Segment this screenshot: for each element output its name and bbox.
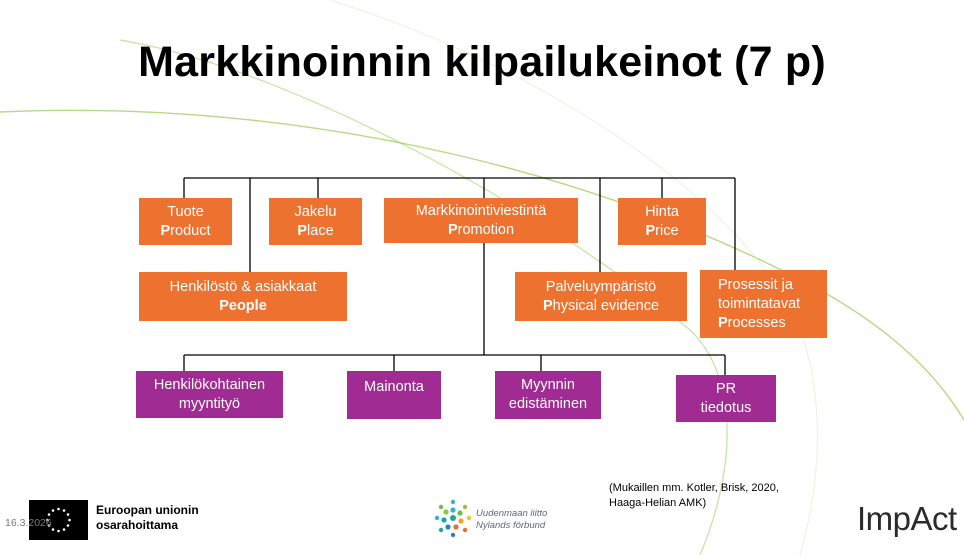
box-product: Tuote Product	[139, 198, 232, 245]
box-physical-label: Palveluympäristö	[545, 278, 657, 295]
box-processes-rest: rocesses	[727, 314, 786, 331]
box-promotion-label: Markkinointiviestintä	[415, 202, 547, 219]
box-price-label: Hinta	[645, 203, 679, 220]
slide-date: 16.3.2026	[5, 517, 52, 529]
source-line-2: Haaga-Helian AMK)	[609, 497, 707, 509]
box-pr: PR tiedotus	[676, 375, 776, 422]
page-title: Markkinoinnin kilpailukeinot (7 p)	[138, 38, 826, 86]
source-line-1: (Mukaillen mm. Kotler, Brisk, 2020,	[609, 482, 779, 494]
box-price-initial: P	[645, 222, 656, 239]
advertising-label: Mainonta	[364, 379, 424, 395]
personal-selling-label-1: Henkilökohtainen	[153, 376, 266, 393]
uusimaa-text: Uudenmaan liitto Nylands förbund	[476, 508, 547, 532]
box-price-rest: rice	[655, 222, 679, 239]
pr-label-2: tiedotus	[700, 399, 752, 416]
impact-logo: ImpAct	[857, 500, 957, 537]
box-processes-initial: P	[718, 314, 728, 331]
box-people: Henkilöstö & asiakkaat People	[139, 272, 347, 321]
box-place: Jakelu Place	[269, 198, 362, 245]
box-physical-rest: hysical evidence	[552, 297, 660, 314]
eu-flag-icon	[29, 500, 88, 540]
eu-funding-line-2: osarahoittama	[96, 518, 179, 532]
box-place-rest: lace	[307, 222, 334, 239]
box-people-label: Henkilöstö & asiakkaat	[169, 278, 317, 295]
box-sales-promotion: Myynnin edistäminen	[495, 371, 601, 419]
box-price: Hinta Price	[618, 198, 706, 245]
box-product-rest: roduct	[170, 222, 211, 239]
pr-label-1: PR	[715, 380, 737, 397]
uusimaa-line-1: Uudenmaan liitto	[476, 508, 548, 519]
box-product-label: Tuote	[167, 203, 204, 220]
box-people-keyword: People	[219, 297, 267, 314]
source-note: (Mukaillen mm. Kotler, Brisk, 2020, Haag…	[609, 481, 779, 511]
uusimaa-logo-icon	[434, 499, 472, 538]
box-physical-initial: P	[542, 297, 553, 314]
eu-funding-text: Euroopan unionin osarahoittama	[96, 503, 199, 533]
eu-stars	[46, 507, 71, 533]
box-place-label: Jakelu	[294, 203, 337, 220]
box-advertising: Mainonta	[347, 371, 441, 419]
uusimaa-line-2: Nylands förbund	[476, 520, 546, 531]
eu-funding-line-1: Euroopan unionin	[96, 503, 199, 517]
sales-promotion-label-2: edistäminen	[508, 396, 588, 412]
box-processes-label-1: Prosessit ja	[718, 276, 793, 293]
box-place-initial: P	[297, 222, 308, 239]
box-promotion: Markkinointiviestintä Promotion	[384, 198, 578, 243]
box-personal-selling: Henkilökohtainen myyntityö	[136, 371, 283, 418]
box-processes: Prosessit ja toimintatavat Processes	[700, 270, 827, 338]
box-promotion-rest: romotion	[457, 221, 515, 238]
box-physical-evidence: Palveluympäristö Physical evidence	[515, 272, 687, 321]
box-product-initial: P	[160, 222, 171, 239]
box-processes-label-2: toimintatavat	[718, 295, 801, 312]
personal-selling-label-2: myyntityö	[178, 395, 241, 412]
sales-promotion-label-1: Myynnin	[521, 377, 575, 393]
box-promotion-initial: P	[447, 221, 458, 238]
